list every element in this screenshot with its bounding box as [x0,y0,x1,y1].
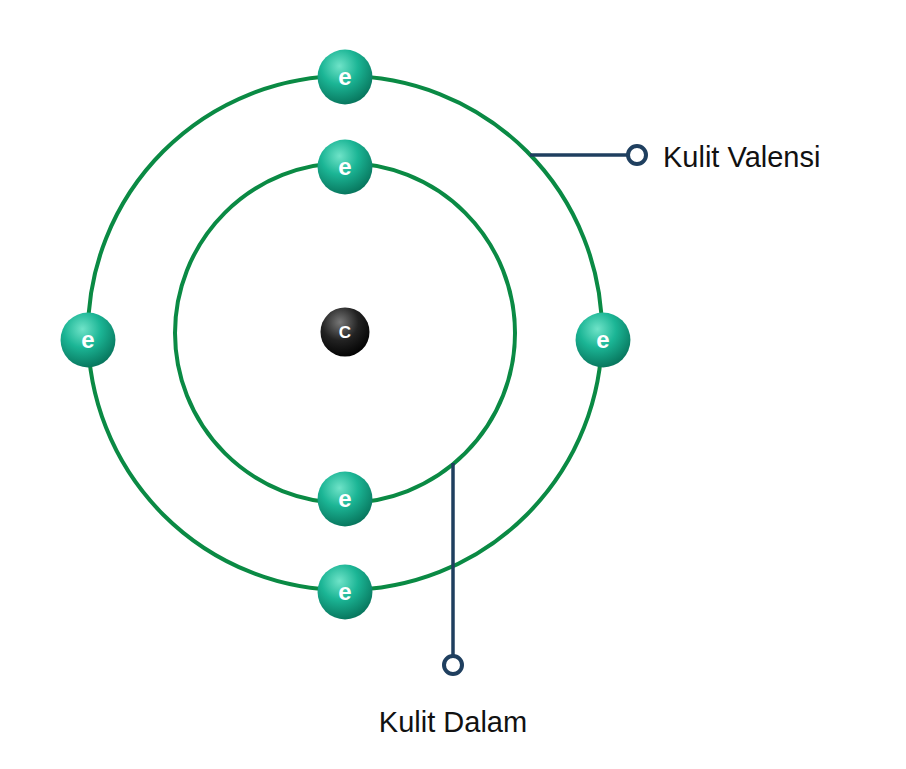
electron-label: e [338,65,351,89]
electron: e [575,312,631,368]
element-symbol: C [339,324,351,341]
outer-shell [88,76,602,590]
electron: e [317,139,373,195]
leader-line [530,153,628,157]
nucleus: C [320,307,370,357]
shell-label: Kulit Dalam [379,705,527,740]
electron-label: e [338,580,351,604]
electron-label: e [596,328,609,352]
electron: e [317,471,373,527]
electron: e [60,312,116,368]
leader-dot [444,656,462,674]
leader-line [451,463,455,656]
electron-label: e [338,487,351,511]
electron-label: e [338,155,351,179]
electron-label: e [81,328,94,352]
electron: e [317,49,373,105]
inner-shell [175,163,515,503]
leader-dot [628,146,646,164]
shell-label: Kulit Valensi [663,140,820,175]
electron: e [317,564,373,620]
